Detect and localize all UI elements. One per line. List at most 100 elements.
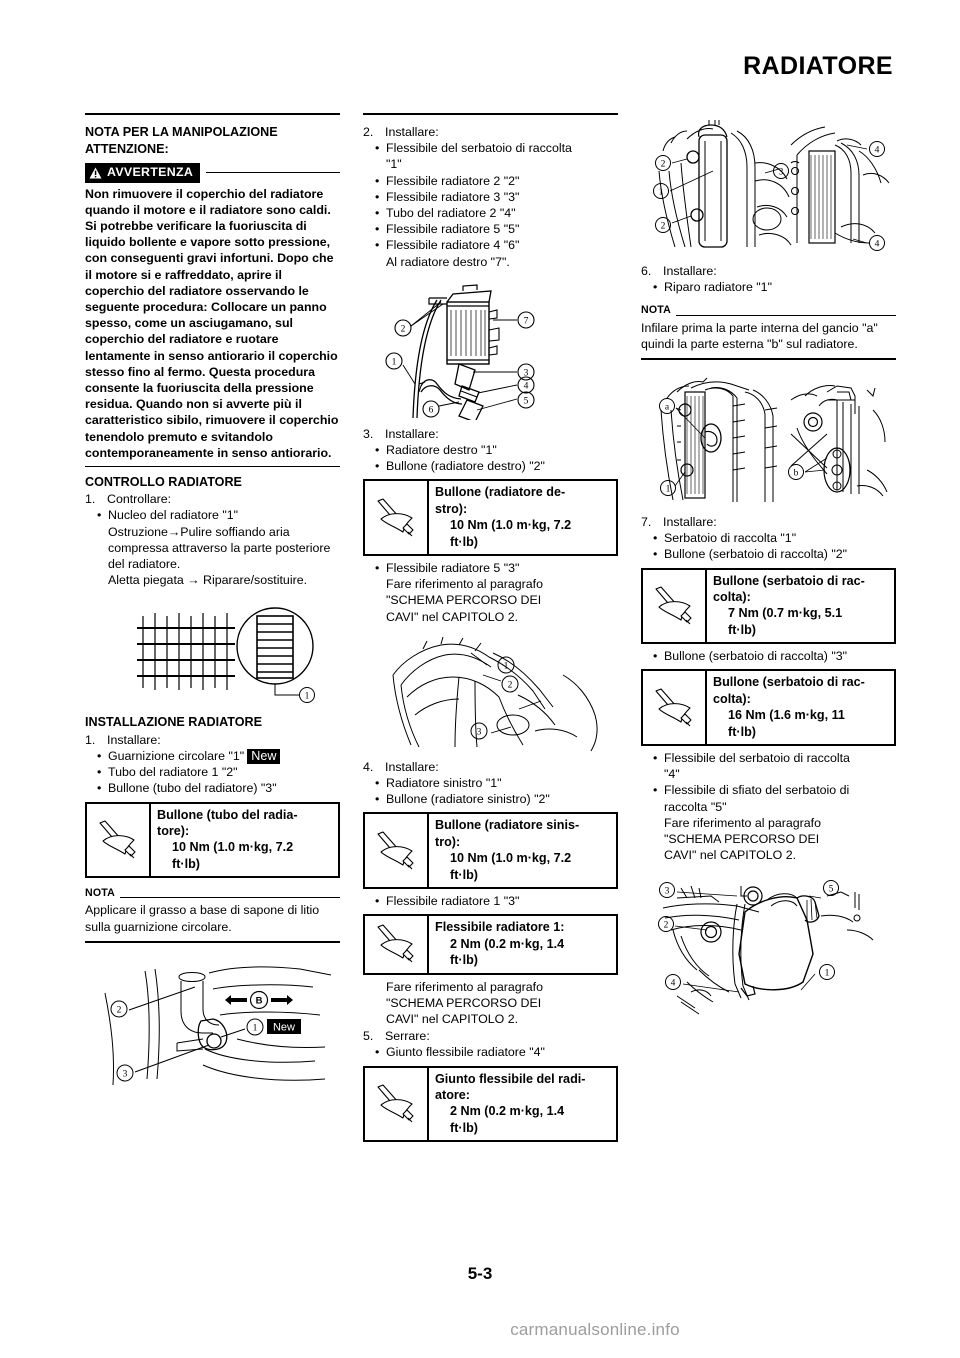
spec-title-line-1: Bullone (serbatoio di rac- <box>713 573 865 588</box>
torque-wrench-icon <box>643 569 707 643</box>
bullet-dot-icon: • <box>97 748 102 763</box>
figure-callout-2: 2 <box>508 680 513 690</box>
spec-title-line-1: Bullone (serbatoio di rac- <box>713 675 865 690</box>
install-step-3-bullet-1-text: Radiatore destro "1" <box>386 443 497 458</box>
install-step-4-bullet-2-text: Bullone (radiatore sinistro) "2" <box>386 792 550 807</box>
bullet-dot-icon: • <box>375 222 380 237</box>
torque-spec-left-radiator-bolt: Bullone (radiatore sinis- tro): 10 Nm (1… <box>363 812 618 890</box>
nota-label: NOTA <box>641 304 672 317</box>
spec-title-line-2: tore): <box>157 823 190 838</box>
spec-title-line-2: stro): <box>435 501 468 516</box>
install-step-6-bullet-1: • Riparo radiatore "1" <box>653 279 896 295</box>
spec-title-line-1: Giunto flessibile del radi- <box>435 1071 586 1086</box>
spec-value-line-2: ft·lb) <box>450 867 478 882</box>
handling-note-heading-line1: NOTA PER LA MANIPOLAZIONE <box>85 125 278 139</box>
install-step-2-bullet-2-text: Flessibile radiatore 2 "2" <box>386 173 520 188</box>
warning-banner: AVVERTENZA <box>85 163 340 183</box>
install-step-2-number: 2. <box>363 125 374 139</box>
nota-label: NOTA <box>85 887 116 900</box>
torque-wrench-glyph <box>377 1084 414 1123</box>
figure-callout-1: 1 <box>825 968 830 978</box>
radiator-core-illustration: 1 <box>137 607 315 704</box>
install-step-4-number: 4. <box>363 759 374 774</box>
page-title: RADIATORE <box>743 52 893 80</box>
spec-value-line-1: 2 Nm (0.2 m·kg, 1.4 <box>450 936 565 951</box>
install-step-3-sub-line-2: "SCHEMA PERCORSO DEI <box>386 593 542 608</box>
install-step-1-bullet-3: • Bullone (tubo del radiatore) "3" <box>97 780 340 796</box>
bullet-dot-icon: • <box>653 649 658 664</box>
spec-title-line-1: Bullone (radiatore sinis- <box>435 818 580 833</box>
install-step-2: 2. Installare: <box>363 124 618 140</box>
check-step-1-sub-2: Aletta piegata → Riparare/sostituire. <box>108 573 308 588</box>
install-step-2-bullet-4: • Tubo del radiatore 2 "4" <box>375 205 618 221</box>
nota-rule <box>120 897 340 899</box>
install-step-7: 7. Installare: <box>641 514 896 530</box>
torque-wrench-icon <box>365 916 429 973</box>
install-step-4-bullet-2: • Bullone (radiatore sinistro) "2" <box>375 791 618 807</box>
install-step-6-label: Installare: <box>663 264 717 278</box>
install-step-1-bullet-1: • Guarnizione circolare "1"New <box>97 748 340 764</box>
install-step-7-bullet-2: • Bullone (serbatoio di raccolta) "2" <box>653 546 896 562</box>
install-step-2-label: Installare: <box>385 125 439 139</box>
check-step-1-label: Controllare: <box>107 492 172 507</box>
figure-hose-oring: 2 1 3 B New <box>85 953 340 1093</box>
figure-radiator-guard: a b 1 <box>641 370 896 508</box>
torque-wrench-glyph <box>377 831 414 870</box>
spec-value-line-1: 10 Nm (1.0 m·kg, 7.2 <box>172 840 294 855</box>
spec-value-line-2: ft·lb) <box>728 724 756 739</box>
install-step-2-bullet-1: • Flessibile del serbatoio di raccolta "… <box>375 140 618 172</box>
figure-radiator-core: 1 <box>85 598 340 708</box>
warning-rule <box>206 172 340 173</box>
spec-title-line-2: colta): <box>713 590 751 605</box>
install-step-7-bullet-3-text: Bullone (serbatoio di raccolta) "3" <box>664 649 848 664</box>
torque-spec-reservoir-bolt-7nm: Bullone (serbatoio di rac- colta): 7 Nm … <box>641 567 896 645</box>
figure-callout-3: 3 <box>665 886 670 896</box>
bullet-dot-icon: • <box>375 776 380 791</box>
spec-value-line-2: ft·lb) <box>172 856 200 871</box>
spec-value-line-1: 10 Nm (1.0 m·kg, 7.2 <box>450 518 572 533</box>
torque-wrench-glyph <box>655 586 692 625</box>
install-step-2-bullet-5-text: Flessibile radiatore 5 "5" <box>386 222 520 237</box>
install-step-1-bullet-2: • Tubo del radiatore 1 "2" <box>97 764 340 780</box>
install-step-7-bullet-3: • Bullone (serbatoio di raccolta) "3" <box>653 648 896 664</box>
page-body: NOTA PER LA MANIPOLAZIONE ATTENZIONE: AV… <box>85 113 896 1146</box>
bullet-dot-icon: • <box>375 561 380 576</box>
torque-spec-radiator-hose-joint: Giunto flessibile del radi- atore: 2 Nm … <box>363 1065 618 1143</box>
figure-callout-3: 3 <box>524 368 529 378</box>
install-step-1: 1. Installare: <box>85 732 340 748</box>
install-step-3-bullet-3: • Flessibile radiatore 5 "3" Fare riferi… <box>375 560 618 625</box>
left-column: NOTA PER LA MANIPOLAZIONE ATTENZIONE: AV… <box>85 113 340 1146</box>
install-step-1-bullet-1-text: Guarnizione circolare "1" <box>108 748 245 763</box>
install-step-6-number: 6. <box>641 264 652 278</box>
figure-callout-2: 2 <box>401 324 406 334</box>
bullet-dot-icon: • <box>653 531 658 546</box>
figure-callout-5: 5 <box>829 884 834 894</box>
install-step-1-number: 1. <box>85 732 96 747</box>
install-step-2-bullet-5: • Flessibile radiatore 5 "5" <box>375 221 618 237</box>
bullet-dot-icon: • <box>653 280 658 295</box>
bullet-dot-icon: • <box>375 189 380 204</box>
nota-text: Applicare il grasso a base di sapone di … <box>85 903 320 934</box>
install-step-2-sub-text: Al radiatore destro "7". <box>386 254 510 269</box>
install-step-6: 6. Installare: <box>641 263 896 279</box>
bullet-dot-icon: • <box>97 781 102 796</box>
install-step-7-sub-line-3: CAVI" nel CAPITOLO 2. <box>664 848 797 863</box>
figure-right-radiator-mount: 1 2 3 <box>363 635 618 753</box>
nota-end-rule <box>85 940 340 943</box>
section-divider-1 <box>85 466 340 468</box>
install-step-7-bullet-4: • Flessibile del serbatoio di raccolta "… <box>653 750 896 782</box>
figure-callout-3: 3 <box>477 727 482 737</box>
figure-callout-1: 1 <box>666 485 671 495</box>
radiator-assembly-illustration: 1 2 3 4 5 6 7 <box>385 284 535 420</box>
warning-triangle-icon <box>89 167 102 178</box>
check-radiator-heading: CONTROLLO RADIATORE <box>85 475 242 490</box>
figure-callout-a: a <box>665 403 670 413</box>
torque-wrench-icon <box>365 814 429 888</box>
figure-callout-6: 6 <box>429 405 434 415</box>
spec-value-line-1: 16 Nm (1.6 m·kg, 11 <box>728 708 845 723</box>
bullet-dot-icon: • <box>375 238 380 253</box>
install-step-2-bullet-3: • Flessibile radiatore 3 "3" <box>375 189 618 205</box>
site-watermark: carmanualsonline.info <box>510 1320 680 1339</box>
warning-badge-label: AVVERTENZA <box>107 165 194 180</box>
spec-value-line-2: ft·lb) <box>450 1120 478 1135</box>
